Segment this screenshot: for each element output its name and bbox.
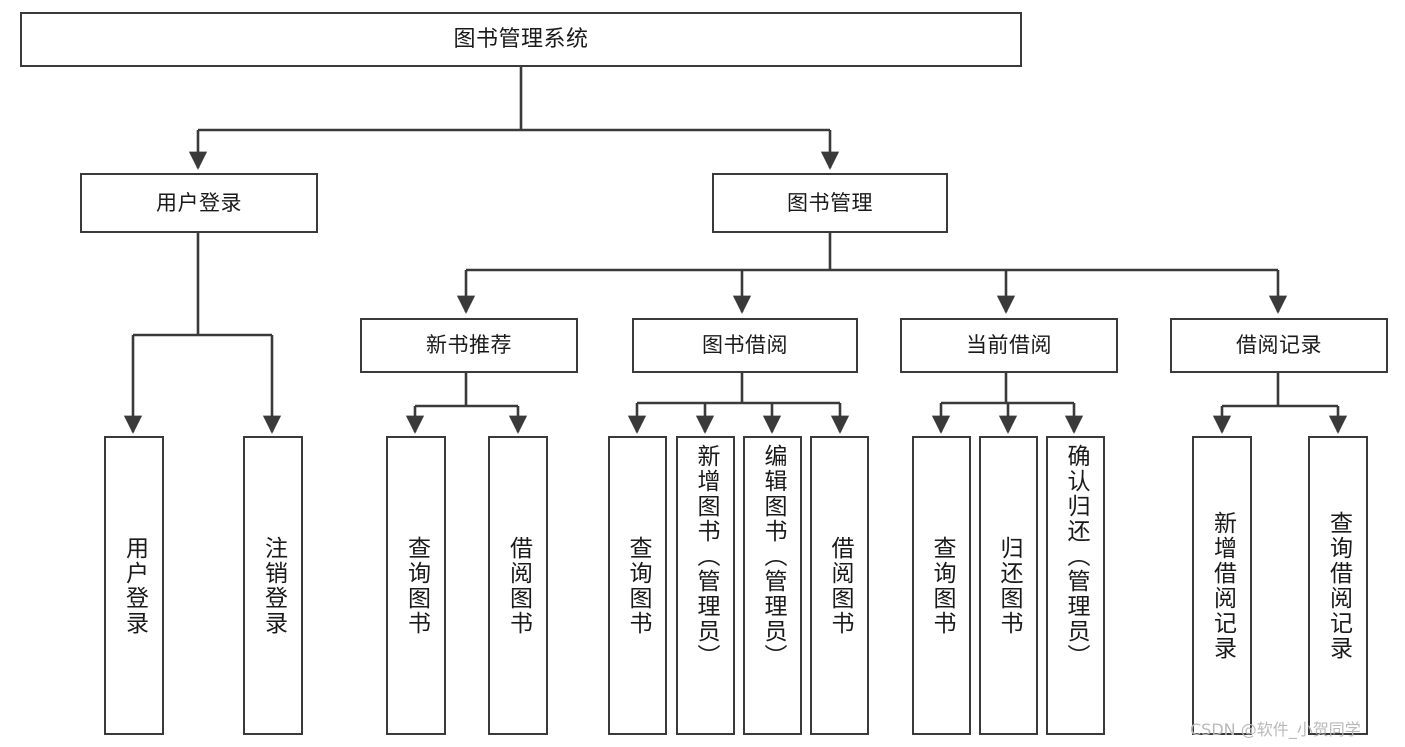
node-leaf-query-borrow-record-label: 查询借阅记录 (1325, 510, 1352, 661)
node-book-borrowing[interactable]: 图书借阅 (632, 318, 858, 373)
node-leaf-query-book-current-label: 查询图书 (929, 535, 955, 636)
node-user-login-label: 用户登录 (156, 190, 242, 215)
node-leaf-confirm-return-label: 确认归还（管理员） (1063, 444, 1089, 669)
node-leaf-logout-login-label: 注销登录 (260, 535, 287, 636)
node-leaf-query-borrow-record[interactable]: 查询借阅记录 (1308, 436, 1368, 735)
node-leaf-add-book[interactable]: 新增图书（管理员） (676, 436, 735, 735)
node-leaf-query-book-new-rec-label: 查询图书 (403, 535, 430, 636)
node-leaf-borrow-book-new-rec[interactable]: 借阅图书 (488, 436, 548, 735)
node-leaf-user-login[interactable]: 用户登录 (104, 436, 164, 735)
node-user-login[interactable]: 用户登录 (80, 173, 318, 233)
node-book-management[interactable]: 图书管理 (712, 173, 948, 233)
node-leaf-borrow-book-label: 借阅图书 (827, 535, 853, 636)
node-leaf-return-book-label: 归还图书 (996, 535, 1022, 636)
node-book-management-label: 图书管理 (787, 190, 873, 215)
node-leaf-edit-book-label: 编辑图书（管理员） (760, 444, 786, 669)
node-leaf-borrow-book-new-rec-label: 借阅图书 (505, 535, 532, 636)
node-leaf-add-borrow-record-label: 新增借阅记录 (1209, 510, 1236, 661)
node-leaf-edit-book[interactable]: 编辑图书（管理员） (743, 436, 802, 735)
node-current-borrowing-label: 当前借阅 (966, 333, 1052, 358)
node-root-book-management-system[interactable]: 图书管理系统 (20, 12, 1022, 67)
node-root-label: 图书管理系统 (453, 26, 589, 52)
node-leaf-return-book[interactable]: 归还图书 (979, 436, 1038, 735)
node-leaf-logout-login[interactable]: 注销登录 (243, 436, 303, 735)
node-leaf-borrow-book[interactable]: 借阅图书 (810, 436, 869, 735)
node-leaf-add-book-label: 新增图书（管理员） (693, 444, 719, 669)
node-book-borrowing-label: 图书借阅 (702, 333, 788, 358)
node-leaf-query-book-current[interactable]: 查询图书 (912, 436, 971, 735)
node-leaf-query-book-borrow[interactable]: 查询图书 (608, 436, 667, 735)
node-leaf-confirm-return[interactable]: 确认归还（管理员） (1046, 436, 1105, 735)
node-leaf-query-book-new-rec[interactable]: 查询图书 (386, 436, 446, 735)
node-borrowing-record[interactable]: 借阅记录 (1170, 318, 1388, 373)
node-leaf-user-login-label: 用户登录 (121, 535, 148, 636)
node-new-book-recommendation-label: 新书推荐 (426, 333, 512, 358)
node-new-book-recommendation[interactable]: 新书推荐 (360, 318, 578, 373)
node-leaf-query-book-borrow-label: 查询图书 (625, 535, 651, 636)
node-borrowing-record-label: 借阅记录 (1236, 333, 1322, 358)
node-leaf-add-borrow-record[interactable]: 新增借阅记录 (1192, 436, 1252, 735)
node-current-borrowing[interactable]: 当前借阅 (900, 318, 1118, 373)
